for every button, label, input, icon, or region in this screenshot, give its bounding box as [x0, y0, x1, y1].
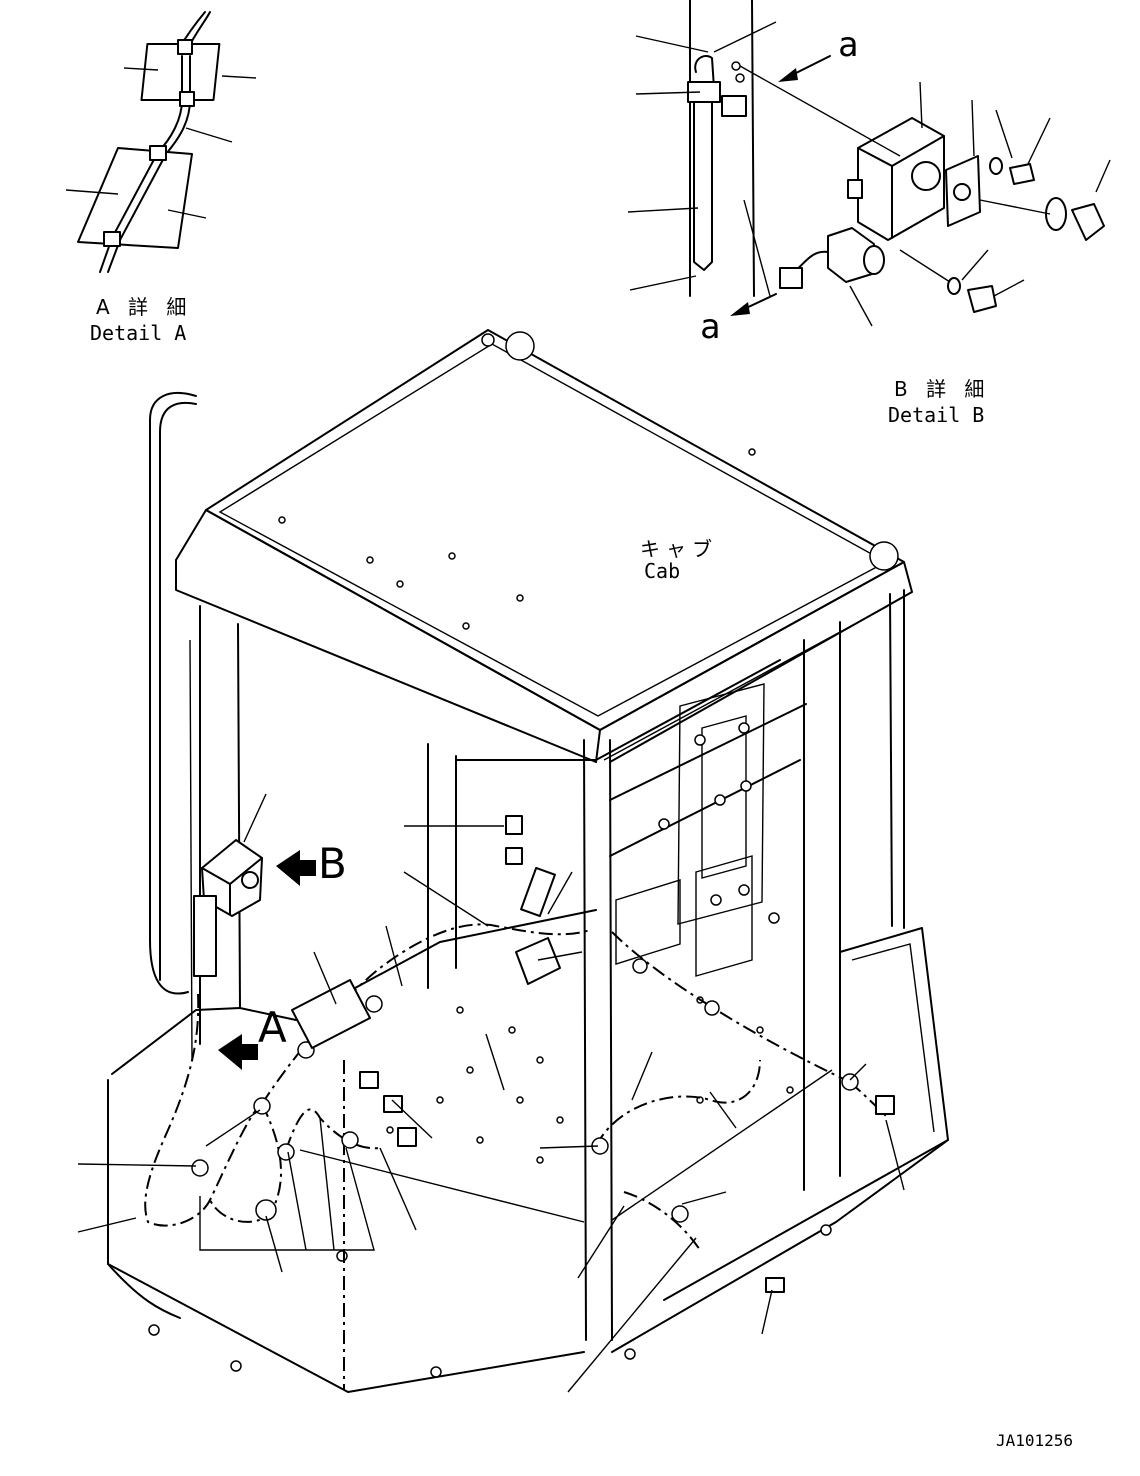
cab-main-view: B A キャブ Cab [77, 329, 949, 1393]
view-arrow-b-label: B [318, 839, 347, 888]
view-arrow-a-label: A [258, 1003, 287, 1052]
arrow-a-label-bottom: a [700, 307, 720, 347]
drawing-number: JA101256 [996, 1431, 1073, 1450]
cab-label-en: Cab [644, 559, 680, 583]
cab-label-jp: キャブ [640, 537, 718, 561]
detail-b-title-jp: B 詳 細 [894, 377, 990, 401]
arrow-a-label-top: a [838, 25, 858, 65]
detail-a-title-jp: A 詳 細 [96, 295, 192, 319]
detail-b-title-en: Detail B [888, 403, 984, 427]
detail-b-view: a a B 詳 細 Detail B [627, 0, 1111, 427]
detail-a-title-en: Detail A [90, 321, 186, 345]
detail-a-view: A 詳 細 Detail A [65, 11, 257, 345]
